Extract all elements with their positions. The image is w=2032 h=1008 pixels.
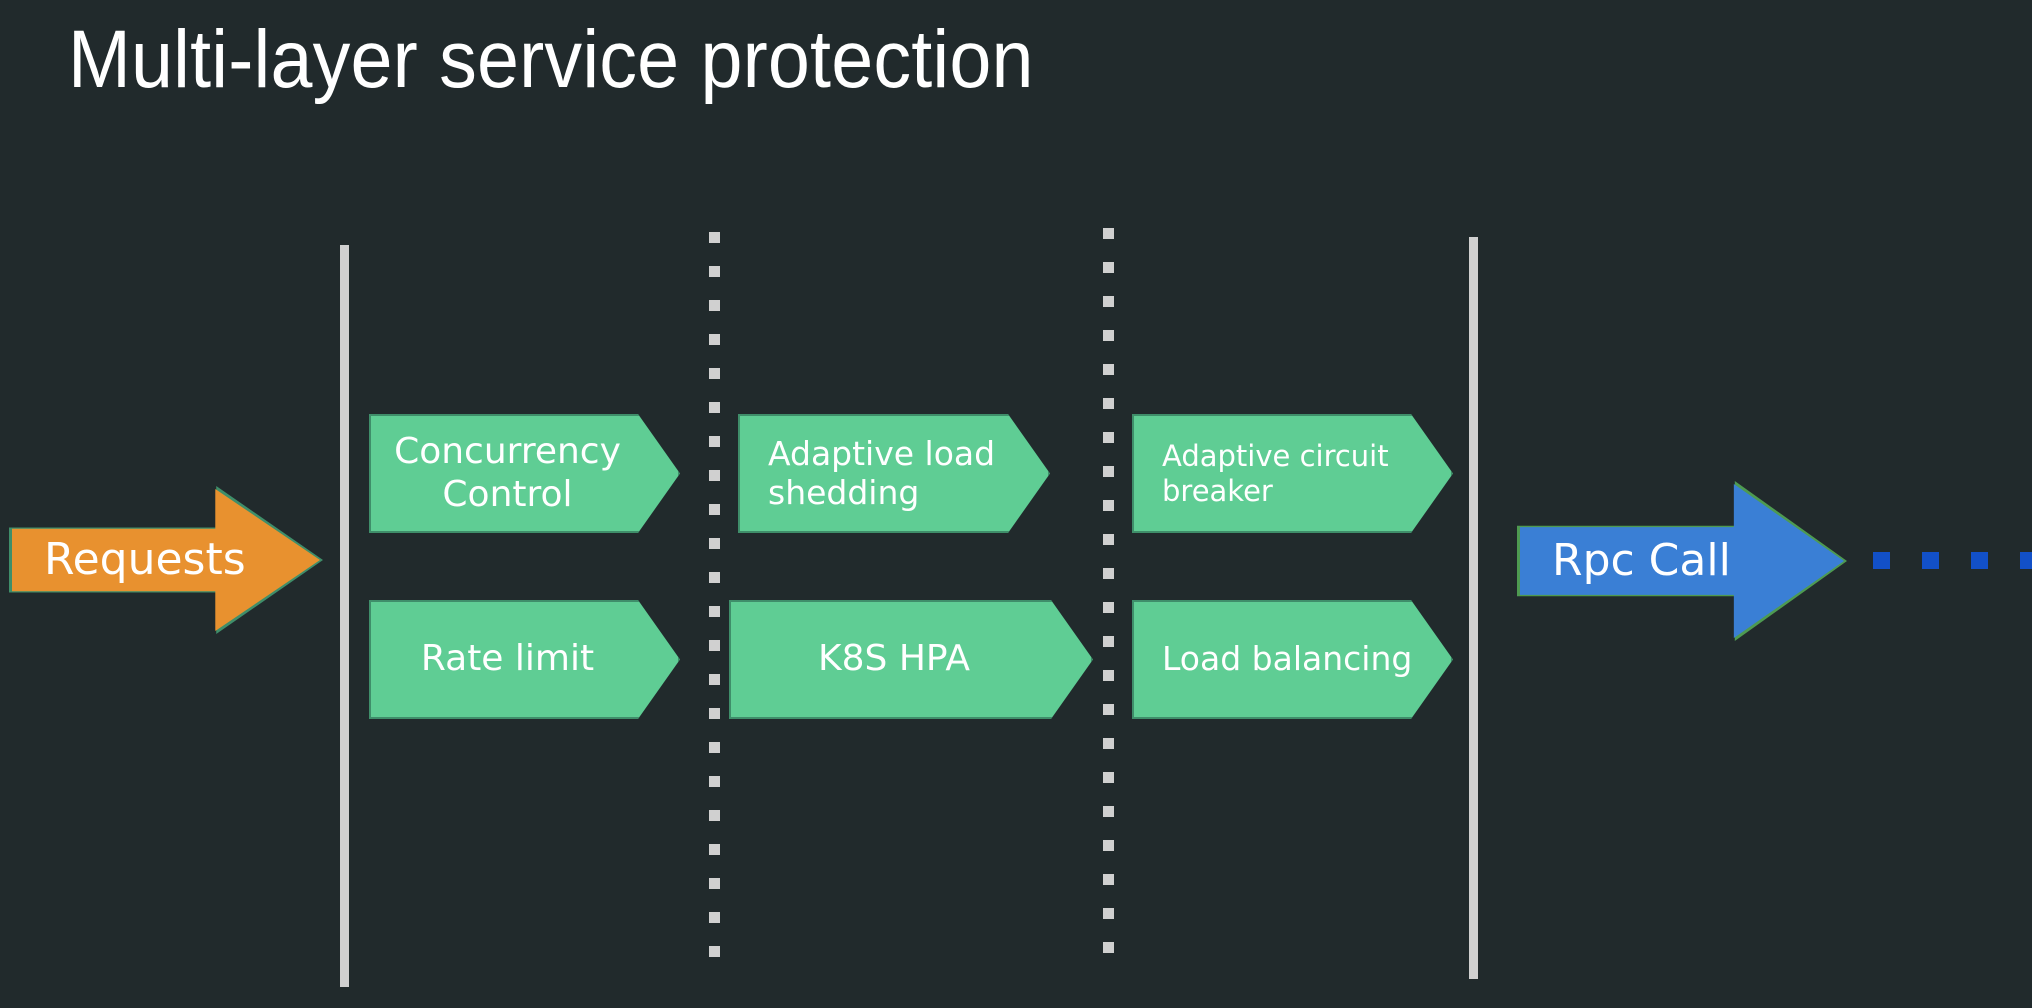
page-title: Multi-layer service protection — [68, 14, 1034, 105]
trailing-dot — [1971, 552, 1988, 569]
node-label: Adaptive load shedding — [768, 433, 996, 512]
trailing-dot — [1873, 552, 1890, 569]
node-load-balancing[interactable]: Load balancing — [1132, 600, 1453, 719]
trailing-dot — [2020, 552, 2032, 569]
node-concurrency-control[interactable]: Concurrency Control — [369, 414, 680, 533]
node-label: K8S HPA — [818, 638, 970, 680]
node-label: Adaptive circuit breaker — [1162, 439, 1389, 508]
boundary-left-edge — [340, 245, 349, 987]
requests-arrow[interactable]: Requests — [12, 489, 320, 631]
rpc-call-arrow-label: Rpc Call — [1552, 535, 1731, 586]
node-label: Rate limit — [420, 638, 595, 680]
rpc-call-arrow[interactable]: Rpc Call — [1520, 484, 1844, 638]
boundary-layer-divider-2 — [1103, 228, 1114, 965]
boundary-right-edge — [1469, 237, 1478, 979]
node-rate-limit[interactable]: Rate limit — [369, 600, 680, 719]
node-label: Load balancing — [1162, 639, 1413, 679]
node-k8s-hpa[interactable]: K8S HPA — [729, 600, 1093, 719]
requests-arrow-label: Requests — [44, 534, 246, 585]
trailing-dots — [1873, 552, 2032, 569]
trailing-dot — [1922, 552, 1939, 569]
node-adaptive-load-shedding[interactable]: Adaptive load shedding — [738, 414, 1050, 533]
node-adaptive-circuit-breaker[interactable]: Adaptive circuit breaker — [1132, 414, 1453, 533]
boundary-layer-divider-1 — [709, 232, 720, 965]
node-label: Concurrency Control — [394, 431, 621, 515]
